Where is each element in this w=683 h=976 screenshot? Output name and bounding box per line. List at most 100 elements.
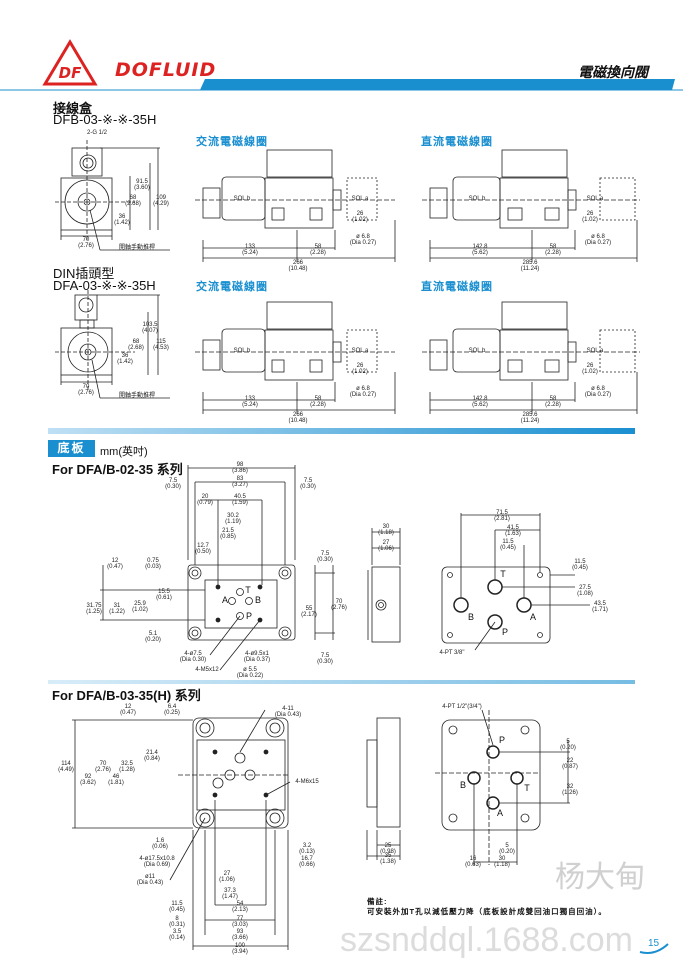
port-label: T	[245, 585, 251, 595]
dimension-text: 4-M5x12	[195, 667, 219, 673]
dimension-label: 5(0.20)	[560, 739, 576, 751]
dimension-text: SOL b	[233, 348, 251, 354]
dimension-inch: (3.27)	[232, 482, 248, 488]
dimension-label: 4-ø9.5x1(Dia 0.37)	[244, 651, 270, 663]
dimension-label: 25(0.98)	[380, 843, 396, 855]
dimension-text: 4-PT 1/2"(3/4")	[442, 704, 482, 710]
dimension-label: 35(1.38)	[380, 853, 396, 865]
dimension-label: 4-ø17.5x10.8(Dia 0.69)	[139, 856, 174, 868]
dimension-inch: (0.50)	[195, 549, 211, 555]
dimension-label: 開軸手動推桿	[119, 393, 155, 399]
ac-coil-side-view	[195, 149, 396, 262]
dimension-mm: 54	[236, 901, 244, 907]
dimension-inch: (5.62)	[472, 402, 488, 408]
dimension-mm: 21.5	[222, 528, 234, 534]
dimension-label: ø 6.8(Dia 0.27)	[585, 386, 611, 398]
dimension-label: 31(1.22)	[109, 603, 125, 615]
plate-02-side-view	[367, 528, 401, 643]
dimension-label: 1.6(0.06)	[152, 838, 168, 850]
dimension-inch: (2.68)	[128, 345, 144, 351]
dimension-mm: 55	[305, 606, 313, 612]
dc-coil-heading-din: 直流電磁線圈	[421, 281, 493, 293]
page-number-arc	[639, 943, 669, 954]
dimension-mm: 11.5	[171, 901, 183, 907]
dimension-mm: 27	[382, 540, 390, 546]
dimension-mm: 6.4	[167, 704, 177, 710]
dimension-label: 91.5(3.60)	[134, 179, 150, 191]
dimension-mm: 4-ø17.5x10.8	[139, 856, 175, 862]
port-label: B	[467, 612, 475, 622]
dimension-text: 4-PT 3/8"	[439, 650, 465, 656]
dimension-label: 77(3.03)	[232, 916, 248, 928]
dimension-label: 16.7(0.66)	[299, 856, 315, 868]
watermark-name: 杨大甸	[555, 860, 645, 895]
series-02-heading: For DFA/B-02-35 系列	[52, 462, 183, 477]
dimension-inch: (1.02)	[132, 607, 148, 613]
dimension-mm: 21.4	[146, 750, 158, 756]
dimension-label: 4-PT 1/2"(3/4")	[442, 704, 482, 710]
dimension-inch: (5.62)	[472, 250, 488, 256]
dimension-inch: (0.20)	[499, 849, 515, 855]
dimension-label: ø 6.8(Dia 0.27)	[350, 234, 376, 246]
dimension-inch: (1.02)	[582, 369, 598, 375]
dimension-mm: 26	[356, 211, 364, 217]
dimension-label: 22(0.87)	[562, 758, 578, 770]
port-label: P	[245, 611, 253, 621]
dimension-mm: 142.8	[472, 244, 488, 250]
dimension-label: 12(0.47)	[120, 704, 136, 716]
dimension-label: 5.1(0.20)	[145, 631, 161, 643]
section-divider	[48, 428, 635, 434]
dimension-label: 11.5(0.45)	[500, 539, 516, 551]
dimension-mm: 36	[121, 353, 129, 359]
dimension-inch: (3.03)	[232, 922, 248, 928]
dimension-label: 4-ø7.5(Dia 0.30)	[180, 651, 206, 663]
dimension-mm: 142.8	[472, 396, 488, 402]
dimension-mm: 4-ø7.5	[184, 651, 202, 657]
dimension-inch: (2.68)	[125, 201, 141, 207]
dimension-inch: (0.03)	[145, 564, 161, 570]
dimension-mm: 68	[132, 339, 140, 345]
dimension-label: SOL a	[587, 196, 604, 202]
dimension-mm: 11.5	[502, 539, 514, 545]
dimension-inch: (11.24)	[520, 266, 540, 272]
dimension-inch: (2.76)	[95, 767, 111, 773]
dimension-label: 3.5(0.14)	[169, 929, 185, 941]
dimension-label: SOL a	[587, 348, 604, 354]
dimension-label: 4-M5x12	[195, 667, 218, 673]
dimension-mm: 5	[566, 739, 570, 745]
dimension-text: SOL b	[233, 196, 251, 202]
dimension-inch: (5.24)	[242, 402, 258, 408]
dimension-label: SOL a	[352, 348, 369, 354]
dimension-inch: (0.14)	[169, 935, 185, 941]
dimension-inch: (0.66)	[299, 862, 315, 868]
dimension-mm: 30	[382, 524, 390, 530]
dimension-inch: (0.31)	[169, 922, 185, 928]
dimension-label: 133(5.24)	[242, 396, 258, 408]
dc-coil-heading: 直流電磁線圈	[421, 136, 493, 148]
dimension-mm: 77	[236, 916, 244, 922]
dimension-label: 6.4(0.25)	[164, 704, 180, 716]
dimension-mm: 41.5	[507, 525, 519, 531]
svg-text:DF: DF	[59, 64, 82, 82]
plate-02-bottom-view	[441, 513, 590, 651]
dimension-mm: 22	[566, 758, 574, 764]
dimension-inch: (Dia 0.43)	[136, 880, 164, 886]
dimension-inch: (0.20)	[145, 637, 161, 643]
plate-03-bottom-view	[435, 709, 570, 865]
dimension-inch: (1.06)	[378, 546, 394, 552]
dimension-inch: (Dia 0.43)	[274, 712, 302, 718]
dimension-mm: 91.5	[136, 179, 148, 185]
dimension-mm: 71.5	[496, 510, 508, 516]
dimension-mm: 32	[566, 784, 574, 790]
dimension-mm: 46	[112, 774, 120, 780]
dimension-label: 36(1.42)	[114, 214, 130, 226]
dimension-inch: (0.13)	[299, 849, 315, 855]
dimension-label: 285.6(11.24)	[521, 260, 540, 272]
dimension-label: 98(3.86)	[232, 462, 248, 474]
dimension-mm: 93	[236, 929, 244, 935]
dimension-inch: (3.94)	[232, 949, 248, 955]
dimension-mm: 103.5	[142, 322, 158, 328]
dimension-mm: 0.75	[147, 558, 159, 564]
note-label: 備註:	[367, 897, 388, 906]
